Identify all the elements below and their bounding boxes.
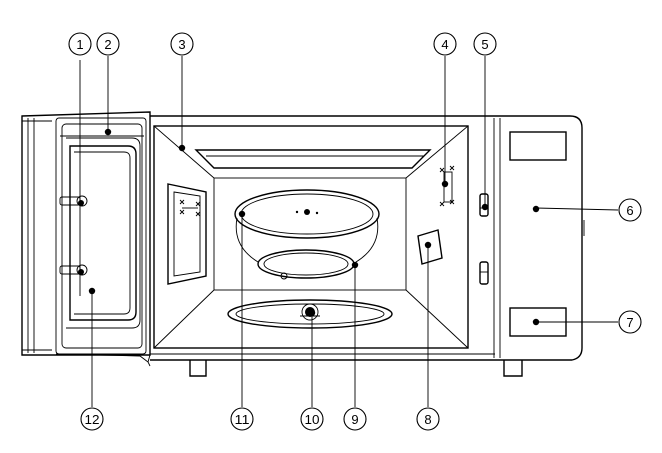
callout-10: 10: [300, 407, 324, 431]
cavity: [153, 125, 469, 349]
callout-7: 7: [618, 310, 642, 334]
callout-6: 6: [618, 198, 642, 222]
leader-lines: [79, 56, 619, 407]
callout-12: 12: [80, 407, 104, 431]
callout-1: 1: [68, 32, 92, 56]
door: [21, 111, 151, 363]
cabinet: [147, 115, 585, 377]
callout-3: 3: [170, 32, 194, 56]
callout-10-label: 10: [305, 412, 320, 427]
callout-8-label: 8: [424, 412, 431, 427]
callout-8: 8: [416, 407, 440, 431]
callout-11-label: 11: [235, 412, 250, 427]
callout-2: 2: [96, 32, 120, 56]
callout-9: 9: [343, 407, 367, 431]
callout-12-label: 12: [85, 412, 100, 427]
callout-5-label: 5: [481, 37, 488, 52]
callout-3-label: 3: [178, 37, 185, 52]
callout-11: 11: [230, 407, 254, 431]
callout-4: 4: [433, 32, 457, 56]
callout-9-label: 9: [351, 412, 358, 427]
callout-5: 5: [473, 32, 497, 56]
callout-2-label: 2: [104, 37, 111, 52]
callout-6-label: 6: [626, 203, 633, 218]
control-panel: [509, 131, 567, 337]
leader-dots: [88, 128, 540, 326]
callout-1-label: 1: [76, 37, 83, 52]
callout-7-label: 7: [626, 315, 633, 330]
callout-4-label: 4: [441, 37, 448, 52]
